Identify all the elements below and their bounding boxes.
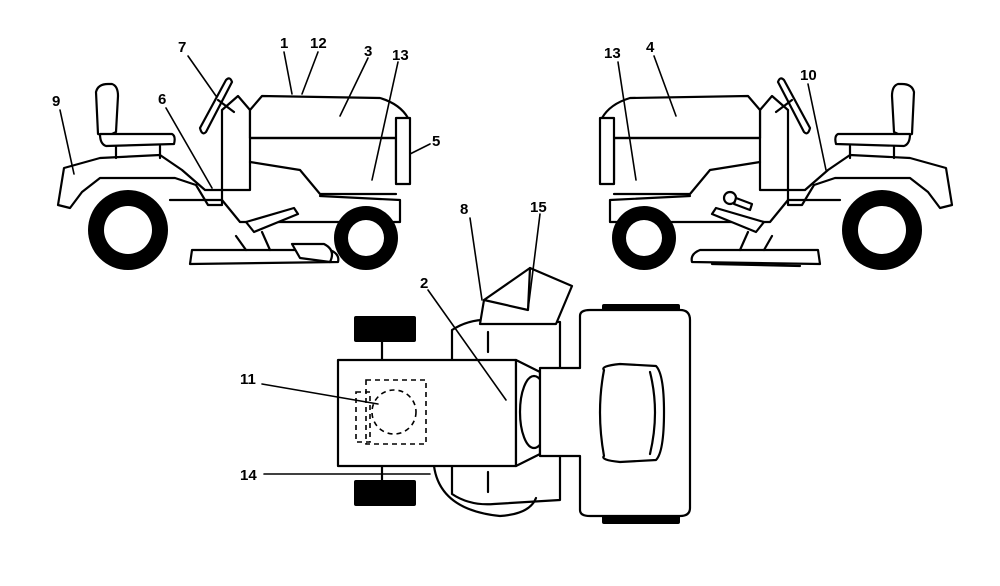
left-rear-fender — [56, 153, 224, 210]
right-mower-deck — [690, 248, 822, 266]
callout-12: 12 — [310, 35, 327, 52]
callout-13-left: 13 — [392, 47, 409, 64]
right-seat-back — [890, 82, 916, 138]
top-seat — [598, 362, 666, 464]
callout-2: 2 — [420, 275, 428, 292]
callout-7: 7 — [178, 39, 186, 56]
tractor-top-view — [336, 266, 692, 524]
right-steering-wheel — [776, 77, 812, 135]
left-dash-tower — [220, 94, 252, 192]
top-front-right-tire — [354, 480, 416, 506]
callout-15: 15 — [530, 199, 547, 216]
left-seat-cushion — [98, 132, 176, 148]
tractor-right-side-view — [598, 77, 954, 270]
callout-5: 5 — [432, 133, 440, 150]
callout-10: 10 — [800, 67, 817, 84]
top-view-callouts: 8 15 2 11 14 — [240, 199, 547, 484]
top-engine-pulley — [371, 389, 417, 435]
top-engine-outline — [365, 379, 427, 445]
callout-8: 8 — [460, 201, 468, 218]
callout-6: 6 — [158, 91, 166, 108]
callout-9: 9 — [52, 93, 60, 110]
right-rear-fender — [786, 153, 954, 210]
top-hood — [336, 358, 518, 468]
callout-13-right: 13 — [604, 45, 621, 62]
callout-11: 11 — [240, 371, 256, 388]
right-dash-tower — [758, 94, 790, 192]
left-steering-wheel — [198, 77, 234, 135]
tractor-left-side-view — [56, 77, 412, 270]
right-front-grille — [598, 116, 616, 186]
left-front-grille — [394, 116, 412, 186]
callout-14: 14 — [240, 467, 257, 484]
callout-1: 1 — [280, 35, 288, 52]
callout-3: 3 — [364, 43, 372, 60]
left-seat-back — [94, 82, 120, 138]
left-discharge-chute — [290, 242, 334, 264]
right-seat-cushion — [834, 132, 912, 148]
callout-4: 4 — [646, 39, 655, 56]
top-discharge-chute — [478, 266, 574, 326]
left-view-callouts: 7 1 12 3 13 9 6 5 — [52, 35, 440, 189]
top-front-left-tire — [354, 316, 416, 342]
right-view-callouts: 13 4 10 — [604, 39, 827, 181]
